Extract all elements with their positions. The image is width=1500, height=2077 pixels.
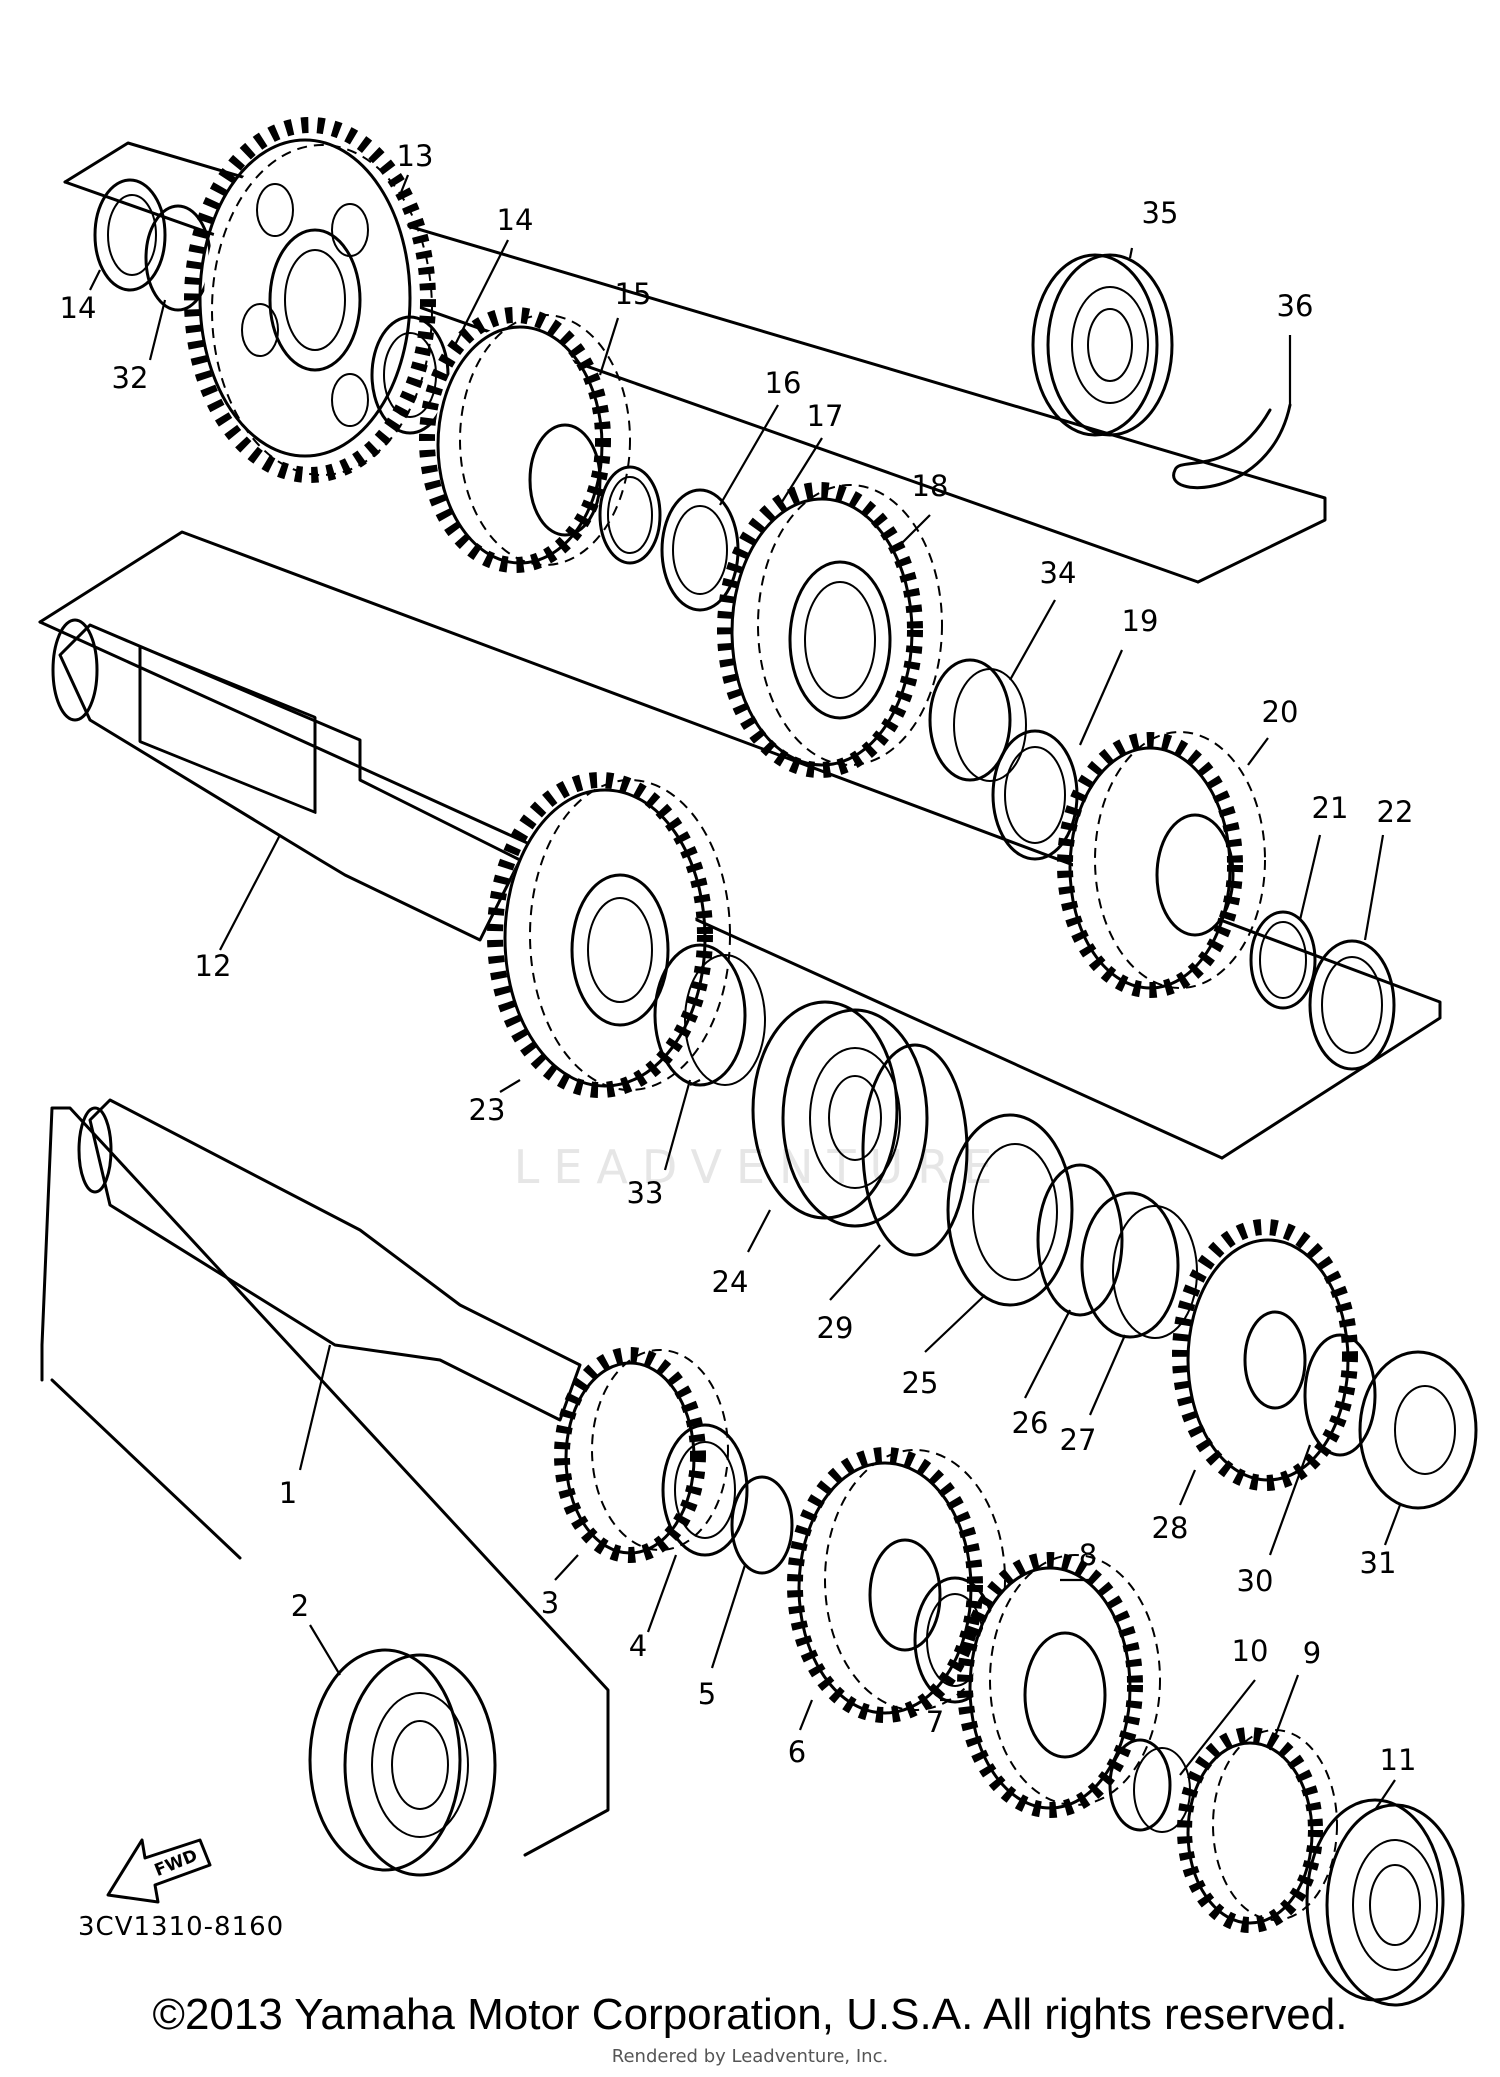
callout-7: 7 [926, 1705, 944, 1739]
callout-23: 23 [469, 1093, 506, 1127]
callout-20: 20 [1262, 695, 1299, 729]
callout-25: 25 [902, 1366, 939, 1400]
callout-32: 32 [112, 361, 149, 395]
part-code: 3CV1310-8160 [78, 1912, 285, 1942]
callout-30: 30 [1237, 1564, 1274, 1598]
part-21-circlip [1249, 910, 1317, 1010]
part-3-gear [554, 1347, 706, 1563]
callout-11: 11 [1380, 1743, 1417, 1777]
part-8-gear [957, 1552, 1143, 1818]
part-16-circlip [598, 465, 662, 565]
callout-36: 36 [1277, 289, 1314, 323]
callout-1: 1 [279, 1476, 297, 1510]
part-9-gear [1177, 1727, 1323, 1933]
lower-shaft-group [77, 1098, 1465, 2007]
callout-6: 6 [788, 1735, 806, 1769]
part-10-collar [1108, 1738, 1172, 1832]
callout-21: 21 [1312, 791, 1349, 825]
part-31-nut [1358, 1350, 1478, 1510]
callout-13: 13 [397, 139, 434, 173]
middle-shaft-group [51, 618, 1478, 1510]
part-12-shaft [58, 623, 522, 942]
part-20-gear [1057, 732, 1243, 998]
leader-lines [89, 174, 1402, 1811]
part-26-oring [1036, 1163, 1124, 1317]
callout-16: 16 [765, 366, 802, 400]
callout-9: 9 [1303, 1636, 1321, 1670]
callout-19: 19 [1122, 604, 1159, 638]
callout-26: 26 [1012, 1406, 1049, 1440]
part-22-washer [1308, 939, 1396, 1071]
callout-4: 4 [629, 1629, 647, 1663]
callout-5: 5 [698, 1677, 716, 1711]
callout-3: 3 [541, 1586, 559, 1620]
callout-17: 17 [807, 399, 844, 433]
callout-28: 28 [1152, 1511, 1189, 1545]
copyright-notice: ©2013 Yamaha Motor Corporation, U.S.A. A… [152, 1990, 1348, 2039]
fwd-label: FWD [152, 1846, 201, 1881]
part-36-clip [1172, 403, 1292, 490]
part-4-washer [661, 1423, 749, 1557]
callout-31: 31 [1360, 1546, 1397, 1580]
part-34-collar [928, 658, 1012, 782]
callout-10: 10 [1232, 1634, 1269, 1668]
callout-14b: 14 [60, 291, 97, 325]
callout-12: 12 [195, 949, 232, 983]
callout-2: 2 [291, 1589, 309, 1623]
part-35-bearing [1031, 253, 1159, 437]
part-1-shaft [88, 1098, 582, 1422]
part-25-seal [946, 1113, 1074, 1307]
upper-gear-group [93, 117, 1292, 778]
callout-35: 35 [1142, 196, 1179, 230]
part-29-ring [861, 1043, 969, 1257]
callout-24: 24 [712, 1265, 749, 1299]
callout-33: 33 [627, 1176, 664, 1210]
callout-18: 18 [912, 469, 949, 503]
part-13-gear [184, 117, 436, 483]
part-33-collar [653, 943, 747, 1087]
part-18-gear [717, 482, 923, 778]
callout-34: 34 [1040, 556, 1077, 590]
callout-22: 22 [1377, 795, 1414, 829]
part-24-bearing [751, 1000, 899, 1220]
part-14-washer [93, 178, 167, 292]
callout-14a: 14 [497, 203, 534, 237]
part-28-sprocket [1172, 1219, 1358, 1491]
rendered-by-note: Rendered by Leadventure, Inc. [611, 2046, 889, 2067]
callout-29: 29 [817, 1311, 854, 1345]
part-27-collar [1080, 1191, 1180, 1339]
fwd-arrow-icon: FWD [106, 1838, 212, 1904]
part-2-bearing [308, 1648, 462, 1872]
part-5-circlip [730, 1475, 794, 1575]
callout-15: 15 [615, 277, 652, 311]
part-30-lockwasher [1303, 1333, 1377, 1457]
callout-8: 8 [1079, 1538, 1097, 1572]
callout-labels: 1 2 3 4 5 6 7 8 9 10 11 12 13 14 14 15 1… [60, 139, 1417, 1777]
callout-27: 27 [1060, 1423, 1097, 1457]
